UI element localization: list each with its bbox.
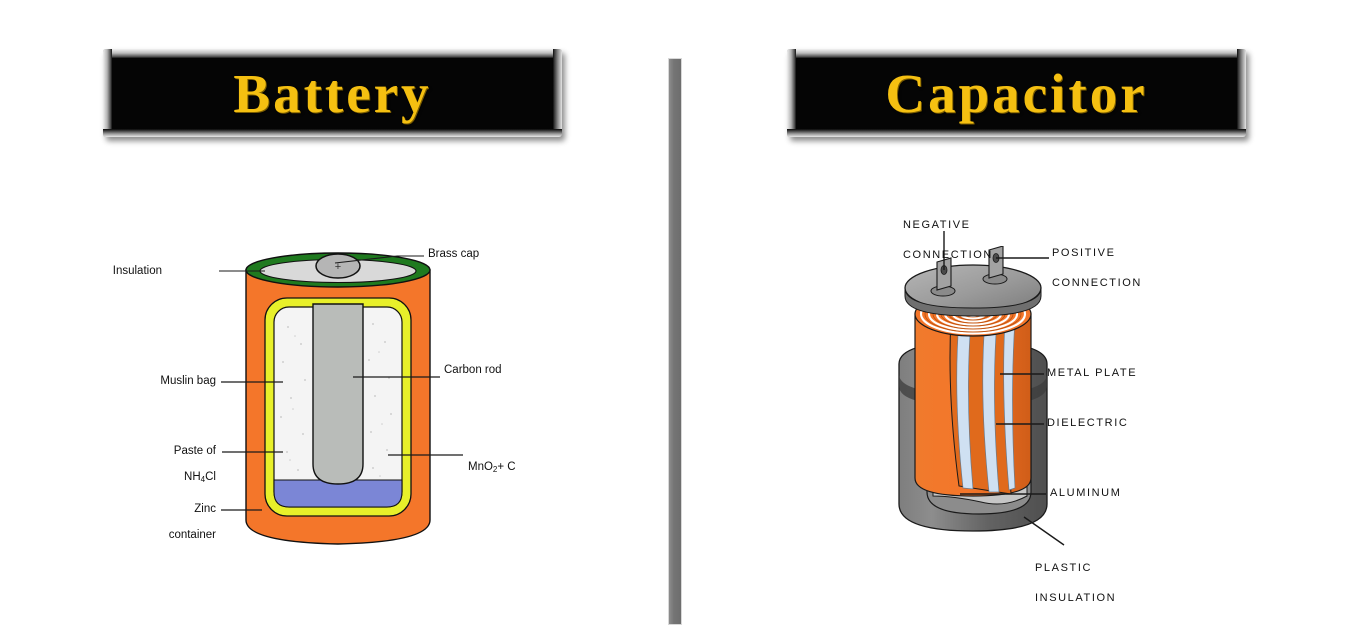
capacitor-diagram — [893, 245, 1053, 546]
top-disc-edge — [904, 287, 1042, 317]
carbon-rod-shape — [312, 303, 364, 485]
label-positive-connection: Positive Connection — [1052, 231, 1142, 306]
label-dielectric: Dielectric — [1047, 417, 1129, 429]
label-plastic-line2: Insulation — [1035, 592, 1117, 604]
label-zinc-line1: Zinc — [194, 503, 216, 515]
battery-diagram: + — [243, 252, 433, 548]
label-negative-line1: Negative — [903, 219, 971, 231]
dielectric-strip-2 — [982, 319, 1000, 493]
capacitor-title-banner: Capacitor — [787, 49, 1246, 137]
battery-title-banner: Battery — [103, 49, 562, 137]
bottom-layer-shape — [273, 479, 403, 508]
banner-left-bevel — [103, 49, 112, 137]
positive-terminal-hole — [992, 253, 1000, 263]
capacitor-title-text: Capacitor — [885, 62, 1148, 124]
label-carbon-rod: Carbon rod — [444, 364, 502, 376]
label-plastic-line1: Plastic — [1035, 562, 1093, 574]
battery-cutaway-svg: + — [245, 252, 431, 545]
label-muslin-bag: Muslin bag — [160, 375, 216, 387]
label-negative-line2: Connection — [903, 249, 993, 261]
label-zinc-line2: container — [168, 529, 216, 541]
label-aluminum: Aluminum — [1050, 487, 1122, 499]
label-paste-line2: NH4Cl — [184, 471, 216, 484]
label-brass-cap: Brass cap — [428, 248, 480, 260]
dielectric-strip-1 — [956, 319, 974, 490]
label-paste-line1: Paste of — [173, 445, 216, 457]
banner-left-bevel — [787, 49, 796, 137]
brass-cap-plus-symbol: + — [335, 261, 341, 273]
vertical-divider — [668, 58, 682, 625]
capacitor-cutaway-svg — [898, 245, 1048, 532]
label-negative-connection: Negative Connection — [903, 203, 993, 278]
label-insulation: Insulation — [112, 265, 162, 277]
label-paste-of-nh4cl: Paste of NH4Cl — [90, 432, 216, 499]
banner-right-bevel — [1237, 49, 1246, 137]
dielectric-strip-3 — [1003, 319, 1016, 491]
label-mno2-c: MnO2+ C — [468, 461, 516, 474]
label-metal-plate: Metal Plate — [1047, 367, 1138, 379]
label-positive-line1: Positive — [1052, 247, 1116, 259]
label-zinc-container: Zinc container — [90, 490, 216, 555]
battery-title-text: Battery — [233, 62, 432, 124]
banner-right-bevel — [553, 49, 562, 137]
label-plastic-insulation: Plastic Insulation — [1035, 546, 1116, 621]
label-positive-line2: Connection — [1052, 277, 1142, 289]
